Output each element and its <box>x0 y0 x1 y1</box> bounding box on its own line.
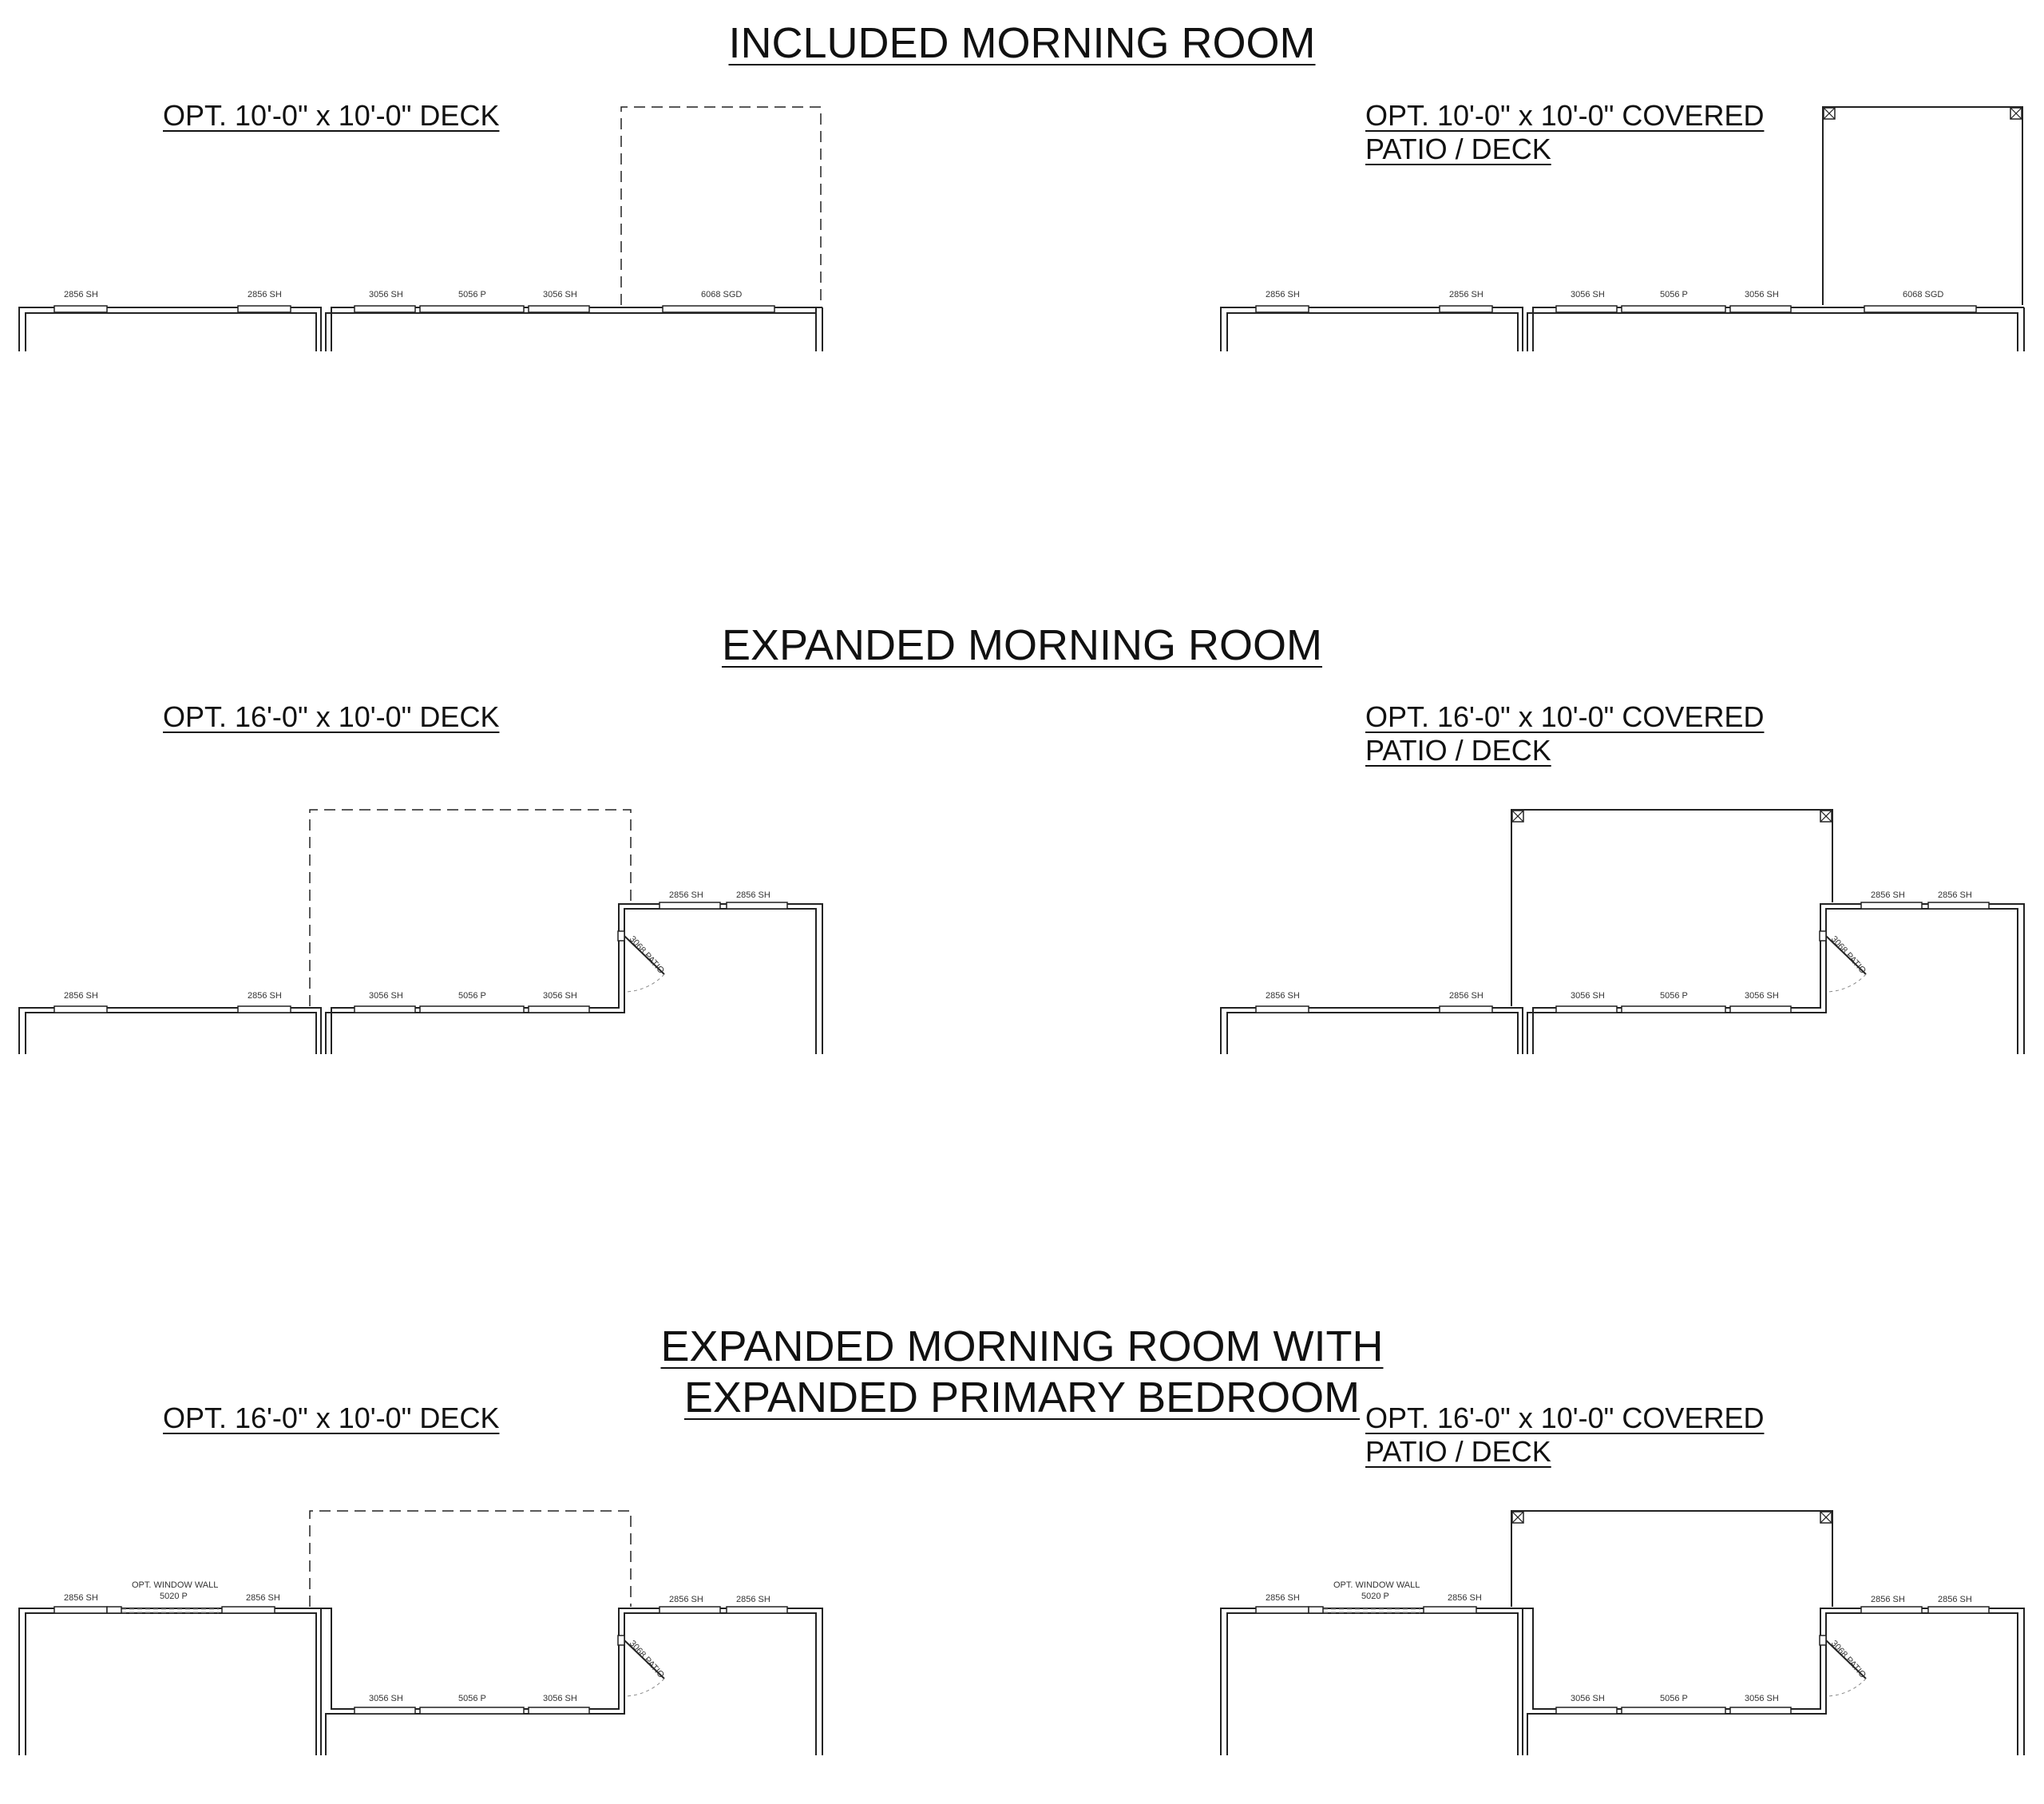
window-label: 2856 SH <box>1449 991 1483 1001</box>
floor-plan-expanded-covered-patio: 2856 SH 2856 SH 3056 SH 5056 P 3056 SH 2… <box>1220 809 2025 1054</box>
window-label: 2856 SH <box>736 890 770 900</box>
door-label: 3068 PATIO <box>1829 1639 1868 1680</box>
door-label: 6068 SGD <box>1903 290 1943 299</box>
window-label: 2856 SH <box>1871 1595 1905 1604</box>
window-label: 2856 SH <box>1871 890 1905 900</box>
window-label: 3056 SH <box>543 290 577 299</box>
window-label: 2856 SH <box>1938 1595 1972 1604</box>
window-label: 5056 P <box>1660 991 1688 1001</box>
window-label: 2856 SH <box>64 1593 98 1603</box>
window-label: 3056 SH <box>1745 991 1779 1001</box>
option-label-covered-patio: OPT. 10'-0" x 10'-0" COVERED <box>1365 99 1765 132</box>
option-label-covered-patio-line2: PATIO / DECK <box>1365 734 1551 767</box>
window-label: 2856 SH <box>248 991 282 1001</box>
option-label-covered-patio-line2: PATIO / DECK <box>1365 133 1551 165</box>
window-wall-size: 5020 P <box>1361 1592 1389 1601</box>
window-label: 5056 P <box>1660 1694 1688 1703</box>
floor-plan-expanded-bedroom-covered-patio: OPT. WINDOW WALL 5020 P 2856 SH 2856 SH … <box>1220 1510 2025 1755</box>
window-wall-label: OPT. WINDOW WALL <box>1333 1580 1420 1590</box>
window-label: 2856 SH <box>1449 290 1483 299</box>
window-label: 3056 SH <box>369 991 403 1001</box>
option-label-deck: OPT. 10'-0" x 10'-0" DECK <box>163 99 500 132</box>
section-title-expanded-morning-room: EXPANDED MORNING ROOM <box>721 621 1323 669</box>
window-label: 3056 SH <box>543 991 577 1001</box>
window-label: 3056 SH <box>1571 1694 1605 1703</box>
floor-plan-included-deck: 2856 SH 2856 SH 3056 SH 5056 P 3056 SH 6… <box>18 106 823 351</box>
floor-plan-expanded-deck: 2856 SH 2856 SH 3056 SH 5056 P 3056 SH 2… <box>18 809 823 1054</box>
section-title-expanded-primary-bedroom-line2: EXPANDED PRIMARY BEDROOM <box>683 1374 1361 1421</box>
window-label: 2856 SH <box>1938 890 1972 900</box>
window-label: 5056 P <box>1660 290 1688 299</box>
floor-plan-included-covered-patio: 2856 SH 2856 SH 3056 SH 5056 P 3056 SH 6… <box>1220 106 2025 351</box>
window-label: 2856 SH <box>64 991 98 1001</box>
window-wall-label: OPT. WINDOW WALL <box>132 1580 218 1590</box>
window-label: 2856 SH <box>1266 991 1300 1001</box>
window-label: 2856 SH <box>669 890 703 900</box>
option-label-deck: OPT. 16'-0" x 10'-0" DECK <box>163 700 500 733</box>
door-label: 3068 PATIO <box>628 1639 667 1680</box>
window-label: 3056 SH <box>1745 290 1779 299</box>
window-label: 2856 SH <box>246 1593 280 1603</box>
door-label: 6068 SGD <box>701 290 742 299</box>
window-label: 3056 SH <box>543 1694 577 1703</box>
window-label: 2856 SH <box>736 1595 770 1604</box>
window-label: 3056 SH <box>1571 290 1605 299</box>
window-label: 5056 P <box>458 290 486 299</box>
window-label: 2856 SH <box>1266 290 1300 299</box>
window-label: 2856 SH <box>669 1595 703 1604</box>
window-label: 3056 SH <box>369 1694 403 1703</box>
option-label-covered-patio: OPT. 16'-0" x 10'-0" COVERED <box>1365 700 1765 733</box>
option-label-deck: OPT. 16'-0" x 10'-0" DECK <box>163 1402 500 1434</box>
window-wall-size: 5020 P <box>160 1592 188 1601</box>
floor-plan-expanded-bedroom-deck: OPT. WINDOW WALL 5020 P 2856 SH 2856 SH … <box>18 1510 823 1755</box>
door-label: 3068 PATIO <box>1829 934 1868 976</box>
option-label-covered-patio: OPT. 16'-0" x 10'-0" COVERED <box>1365 1402 1765 1434</box>
window-label: 3056 SH <box>1571 991 1605 1001</box>
window-label: 3056 SH <box>369 290 403 299</box>
door-label: 3068 PATIO <box>628 934 667 976</box>
option-label-covered-patio-line2: PATIO / DECK <box>1365 1435 1551 1468</box>
window-label: 2856 SH <box>64 290 98 299</box>
window-label: 2856 SH <box>248 290 282 299</box>
window-label: 2856 SH <box>1448 1593 1482 1603</box>
section-title-included-morning-room: INCLUDED MORNING ROOM <box>728 19 1316 67</box>
window-label: 3056 SH <box>1745 1694 1779 1703</box>
window-label: 2856 SH <box>1266 1593 1300 1603</box>
section-title-expanded-primary-bedroom: EXPANDED MORNING ROOM WITH <box>660 1322 1384 1370</box>
window-label: 5056 P <box>458 991 486 1001</box>
window-label: 5056 P <box>458 1694 486 1703</box>
